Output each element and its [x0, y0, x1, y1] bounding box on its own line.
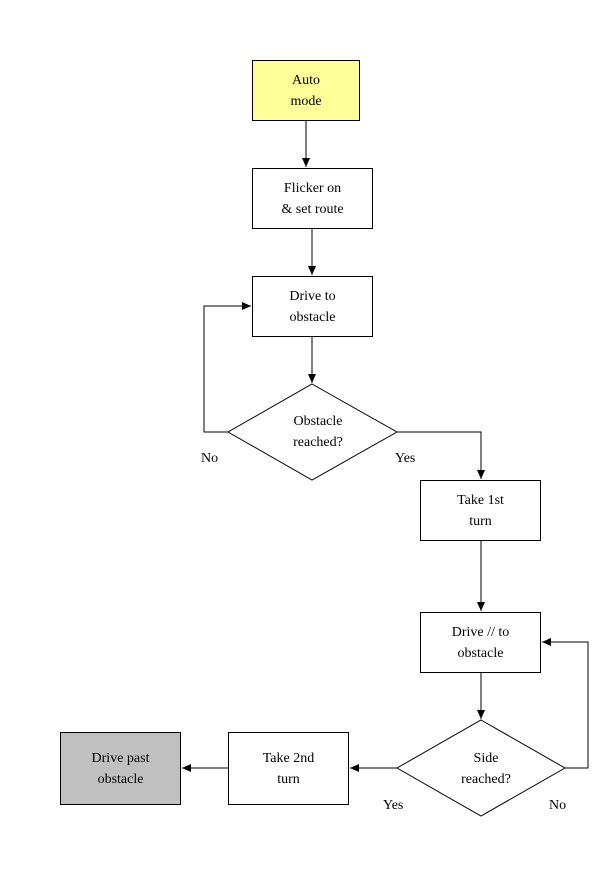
edge-label-obstacle-no: No	[201, 451, 219, 466]
arrow-obstacle-yes	[397, 431, 485, 479]
node-take-1st-turn: Take 1st turn	[420, 480, 541, 541]
node-drive-parallel: Drive // to obstacle	[420, 612, 541, 673]
decision-side-reached-label: Side reached?	[461, 751, 511, 787]
node-flicker-on-label: Flicker on & set route	[281, 180, 344, 217]
edge-label-side-no: No	[549, 798, 567, 813]
node-take-2nd-turn-label: Take 2nd turn	[262, 750, 315, 787]
node-flicker-on: Flicker on & set route	[252, 168, 373, 229]
node-drive-to-obstacle-label: Drive to obstacle	[289, 288, 336, 325]
edge-label-side-yes: Yes	[383, 798, 404, 813]
node-drive-past-obstacle-label: Drive past obstacle	[91, 750, 150, 787]
decision-side-reached-shape	[395, 719, 567, 817]
node-auto-mode: Auto mode	[252, 60, 360, 121]
arrow-side-no-loop	[542, 638, 589, 769]
decision-obstacle-reached-shape	[226, 383, 399, 481]
edge-label-obstacle-yes: Yes	[395, 451, 416, 466]
node-drive-parallel-label: Drive // to obstacle	[451, 624, 510, 661]
node-take-2nd-turn: Take 2nd turn	[228, 732, 349, 805]
decision-obstacle-reached-label: Obstacle reached?	[293, 414, 343, 450]
node-drive-past-obstacle: Drive past obstacle	[60, 732, 181, 805]
node-auto-mode-label: Auto mode	[290, 72, 322, 109]
node-drive-to-obstacle: Drive to obstacle	[252, 276, 373, 337]
node-take-1st-turn-label: Take 1st turn	[457, 492, 504, 529]
arrow-obstacle-no-loop	[203, 302, 251, 433]
